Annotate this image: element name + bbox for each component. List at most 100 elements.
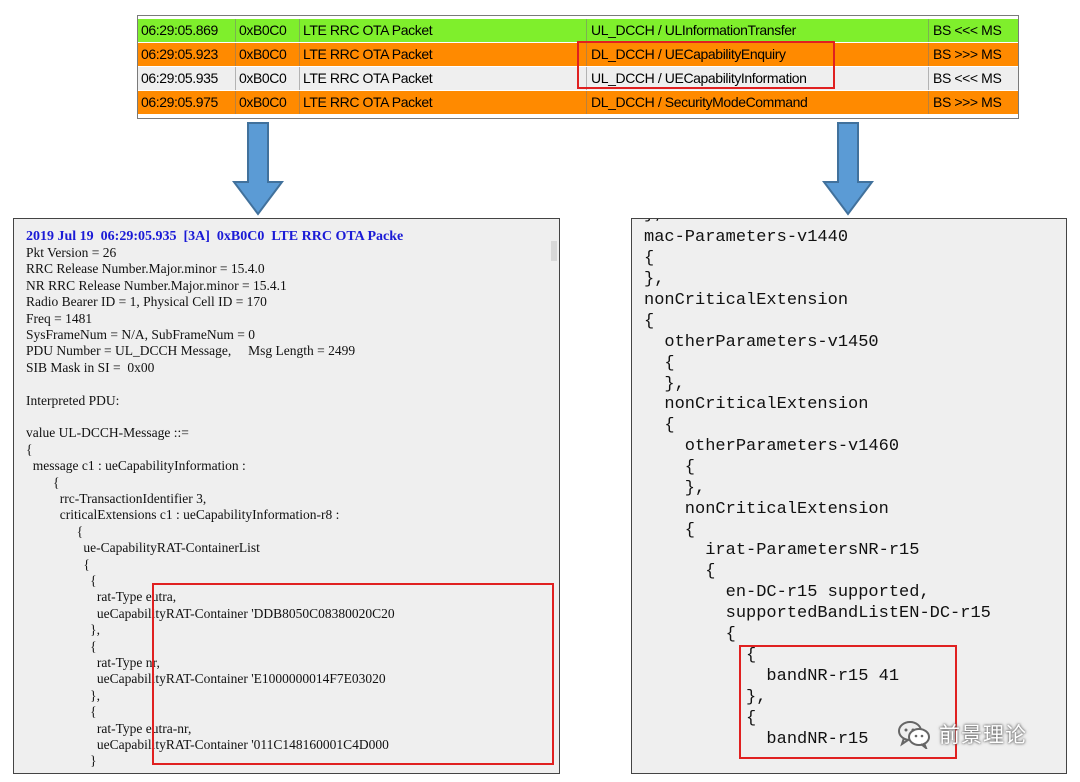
message-row-time: 06:29:05.869 xyxy=(141,22,218,38)
message-row-time: 06:29:05.935 xyxy=(141,70,218,86)
capability-detail-line: { xyxy=(644,646,757,665)
column-separator xyxy=(299,19,300,42)
capability-detail-line: en-DC-r15 supported, xyxy=(644,583,930,602)
capability-detail-line: bandNR-r15 xyxy=(644,730,869,749)
packet-detail-line: message c1 : ueCapabilityInformation : xyxy=(26,458,246,474)
message-row-channel-message: DL_DCCH / UECapabilityEnquiry xyxy=(591,46,786,62)
capability-detail-line: { xyxy=(644,709,757,728)
message-row[interactable]: 06:29:05.869 0xB0C0 LTE RRC OTA Packet UL_D… xyxy=(138,19,1018,42)
message-row-type: LTE RRC OTA Packet xyxy=(303,46,433,62)
capability-detail-line: nonCriticalExtension xyxy=(644,500,889,519)
packet-detail-line: SysFrameNum = N/A, SubFrameNum = 0 xyxy=(26,327,255,342)
packet-detail-line: { xyxy=(26,441,33,457)
packet-detail-line: { xyxy=(26,556,90,572)
packet-header: 2019 Jul 19 06:29:05.935 [3A] 0xB0C0 LTE… xyxy=(26,229,404,244)
packet-detail-line: RRC Release Number.Major.minor = 15.4.0 xyxy=(26,261,265,277)
capability-detail-line: }, xyxy=(644,479,706,498)
message-row-time: 06:29:05.975 xyxy=(141,94,218,110)
packet-detail-line: { xyxy=(26,573,97,588)
scrollbar[interactable] xyxy=(551,241,557,261)
capability-detail-line: { xyxy=(644,625,736,644)
band-nr-highlight-box xyxy=(739,645,957,759)
column-separator xyxy=(586,19,587,42)
column-separator xyxy=(235,67,236,90)
capability-detail-line: { xyxy=(644,458,696,477)
capability-detail-line: otherParameters-v1450 xyxy=(644,333,879,352)
capability-detail-line: nonCriticalExtension xyxy=(644,291,849,310)
packet-detail-line: Pkt Version = 26 xyxy=(26,245,117,260)
message-row-direction: BS >>> MS xyxy=(933,94,1002,110)
capability-detail-panel[interactable]: }, mac-Parameters-v1440 {}, nonCriticalExte… xyxy=(631,218,1067,774)
capability-detail-line: { xyxy=(644,521,696,540)
ue-capability-highlight-box xyxy=(577,41,835,89)
message-row-direction: BS >>> MS xyxy=(933,46,1002,62)
column-separator xyxy=(299,91,300,114)
packet-detail-line: PDU Number = UL_DCCH Message, Msg Length… xyxy=(26,343,356,359)
column-separator xyxy=(235,43,236,66)
column-separator xyxy=(586,43,587,66)
capability-detail-line: { xyxy=(644,312,655,331)
packet-detail-line: ue-CapabilityRAT-ContainerList xyxy=(26,540,260,556)
capability-detail-line: }, xyxy=(644,219,664,224)
capability-detail-line: bandNR-r15 41 xyxy=(644,667,900,686)
packet-detail-line: Radio Bearer ID = 1, Physical Cell ID = … xyxy=(26,294,267,310)
column-separator xyxy=(928,19,929,42)
capability-detail-line: mac-Parameters-v1440 xyxy=(644,228,849,247)
packet-detail-line: } xyxy=(26,753,97,769)
capability-detail-line: }, xyxy=(644,688,767,707)
message-row-type: LTE RRC OTA Packet xyxy=(303,94,433,110)
packet-detail-line: Freq = 1481 xyxy=(26,310,93,326)
message-row-code: 0xB0C0 xyxy=(239,70,287,86)
packet-detail-line: Interpreted PDU: xyxy=(26,392,120,408)
column-separator xyxy=(928,91,929,114)
column-separator xyxy=(586,91,587,114)
message-row-direction: BS <<< MS xyxy=(933,70,1002,86)
packet-detail-panel[interactable]: 2019 Jul 19 06:29:05.935 [3A] 0xB0C0 LTE… xyxy=(13,218,560,774)
message-row-code: 0xB0C0 xyxy=(239,46,287,62)
capability-detail-line: nonCriticalExtension xyxy=(644,395,869,414)
capability-detail-line: supportedBandListEN-DC-r15 xyxy=(644,604,991,623)
watermark: 前景理论 xyxy=(897,717,1027,751)
packet-detail-line: { xyxy=(26,523,84,539)
packet-detail-line: ueCapabilityRAT-Container 'E1000000014F7… xyxy=(26,671,386,687)
packet-detail-line: { xyxy=(26,638,97,654)
rat-container-list-highlight-box xyxy=(152,583,554,765)
packet-detail-line: { xyxy=(26,704,97,720)
capability-detail-line: { xyxy=(644,354,675,373)
column-separator xyxy=(299,67,300,90)
packet-detail-line: rrc-TransactionIdentifier 3, xyxy=(26,491,207,506)
packet-detail-line: rat-Type nr, xyxy=(26,655,160,670)
capability-detail-line: }, xyxy=(644,270,665,289)
packet-detail-line: { xyxy=(26,474,60,490)
message-row-code: 0xB0C0 xyxy=(239,22,287,38)
message-row-type: LTE RRC OTA Packet xyxy=(303,70,433,86)
packet-detail-line: SIB Mask in SI = 0x00 xyxy=(26,359,155,375)
message-row-channel-message: UL_DCCH / ULInformationTransfer xyxy=(591,22,796,38)
packet-detail-line: rat-Type eutra-nr, xyxy=(26,720,192,736)
column-separator xyxy=(235,19,236,42)
wechat-icon xyxy=(898,721,930,749)
capability-detail-line: { xyxy=(644,249,655,268)
packet-detail-line: NR RRC Release Number.Major.minor = 15.4… xyxy=(26,277,287,293)
watermark-text: 前景理论 xyxy=(939,723,1027,747)
message-row-channel-message: DL_DCCH / SecurityModeCommand xyxy=(591,94,808,110)
capability-detail-line: { xyxy=(644,416,675,435)
message-row-type: LTE RRC OTA Packet xyxy=(303,22,433,38)
packet-detail-line: ueCapabilityRAT-Container 'DDB8050C08380… xyxy=(26,605,395,621)
packet-detail-line: ueCapabilityRAT-Container '011C148160001… xyxy=(26,737,389,752)
column-separator xyxy=(586,67,587,90)
column-separator xyxy=(928,43,929,66)
capability-detail-line: { xyxy=(644,562,716,581)
column-separator xyxy=(235,91,236,114)
packet-detail-line: }, xyxy=(26,622,100,638)
down-arrow-icon-left xyxy=(232,122,284,216)
packet-detail-line: criticalExtensions c1 : ueCapabilityInfo… xyxy=(26,507,340,523)
down-arrow-icon-right xyxy=(822,122,874,216)
column-separator xyxy=(299,43,300,66)
capability-detail-line: otherParameters-v1460 xyxy=(644,437,900,456)
packet-detail-line: }, xyxy=(26,687,100,703)
message-row-direction: BS <<< MS xyxy=(933,22,1002,38)
capability-detail-line: irat-ParametersNR-r15 xyxy=(644,541,920,560)
